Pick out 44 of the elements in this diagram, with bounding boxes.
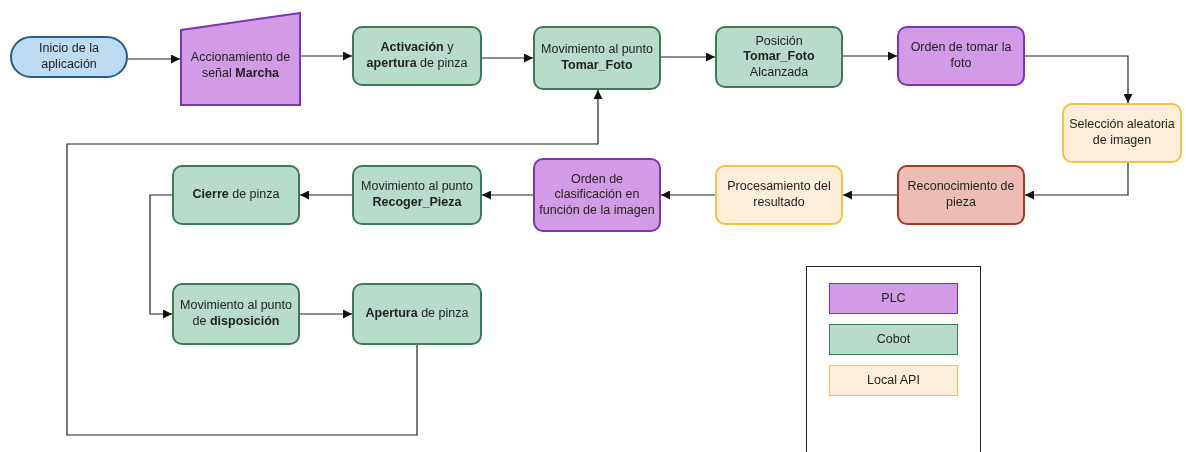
arrow bbox=[481, 190, 534, 200]
step-label: Apertura de pinza bbox=[364, 306, 470, 322]
arrow bbox=[127, 54, 181, 64]
step-label: Accionamiento de señal Marcha bbox=[189, 50, 292, 82]
arrow bbox=[481, 53, 534, 63]
step-label: Reconocimiento de pieza bbox=[906, 179, 1016, 211]
step-label: Orden de clasificación en función de la imagen bbox=[538, 171, 656, 219]
step-label: Selección aleatoria de imagen bbox=[1068, 117, 1176, 149]
step-label: Movimiento al punto Tomar_Foto bbox=[540, 42, 654, 74]
step-label: Posición Tomar_Foto Alcanzada bbox=[742, 33, 816, 81]
process-box bbox=[897, 26, 1025, 86]
process-box bbox=[1062, 103, 1182, 163]
step-label: Cierre de pinza bbox=[191, 187, 281, 203]
step-label: Procesamiento del resultado bbox=[726, 179, 832, 211]
arrow bbox=[1024, 162, 1129, 200]
process-box bbox=[533, 158, 661, 232]
step-label: Movimiento al punto Recoger_Pieza bbox=[360, 179, 474, 211]
arrow bbox=[149, 194, 173, 319]
process-box bbox=[715, 26, 843, 88]
process-box bbox=[172, 283, 300, 345]
arrow bbox=[660, 52, 716, 62]
arrow bbox=[300, 51, 353, 61]
legend-label: Cobot bbox=[875, 332, 912, 346]
start-terminal bbox=[10, 36, 128, 78]
step-label: Movimiento al punto de disposición bbox=[179, 298, 293, 330]
legend-label: PLC bbox=[880, 291, 907, 305]
process-box bbox=[352, 283, 482, 345]
process-box bbox=[715, 165, 843, 225]
step-label: Orden de tomar la foto bbox=[909, 40, 1013, 72]
arrow bbox=[842, 190, 898, 200]
process-box bbox=[533, 26, 661, 90]
step-label: Inicio de la aplicación bbox=[38, 41, 100, 73]
arrow bbox=[1024, 55, 1133, 104]
legend-label: Local API bbox=[866, 373, 921, 387]
arrow bbox=[299, 309, 353, 319]
arrow bbox=[842, 51, 898, 61]
process-box bbox=[897, 165, 1025, 225]
process-box bbox=[172, 165, 300, 225]
process-box bbox=[352, 165, 482, 225]
arrow bbox=[299, 190, 353, 200]
step-label: Activación y apertura de pinza bbox=[365, 40, 469, 72]
arrow bbox=[660, 190, 716, 200]
process-box bbox=[352, 26, 482, 86]
arrow bbox=[66, 89, 603, 436]
